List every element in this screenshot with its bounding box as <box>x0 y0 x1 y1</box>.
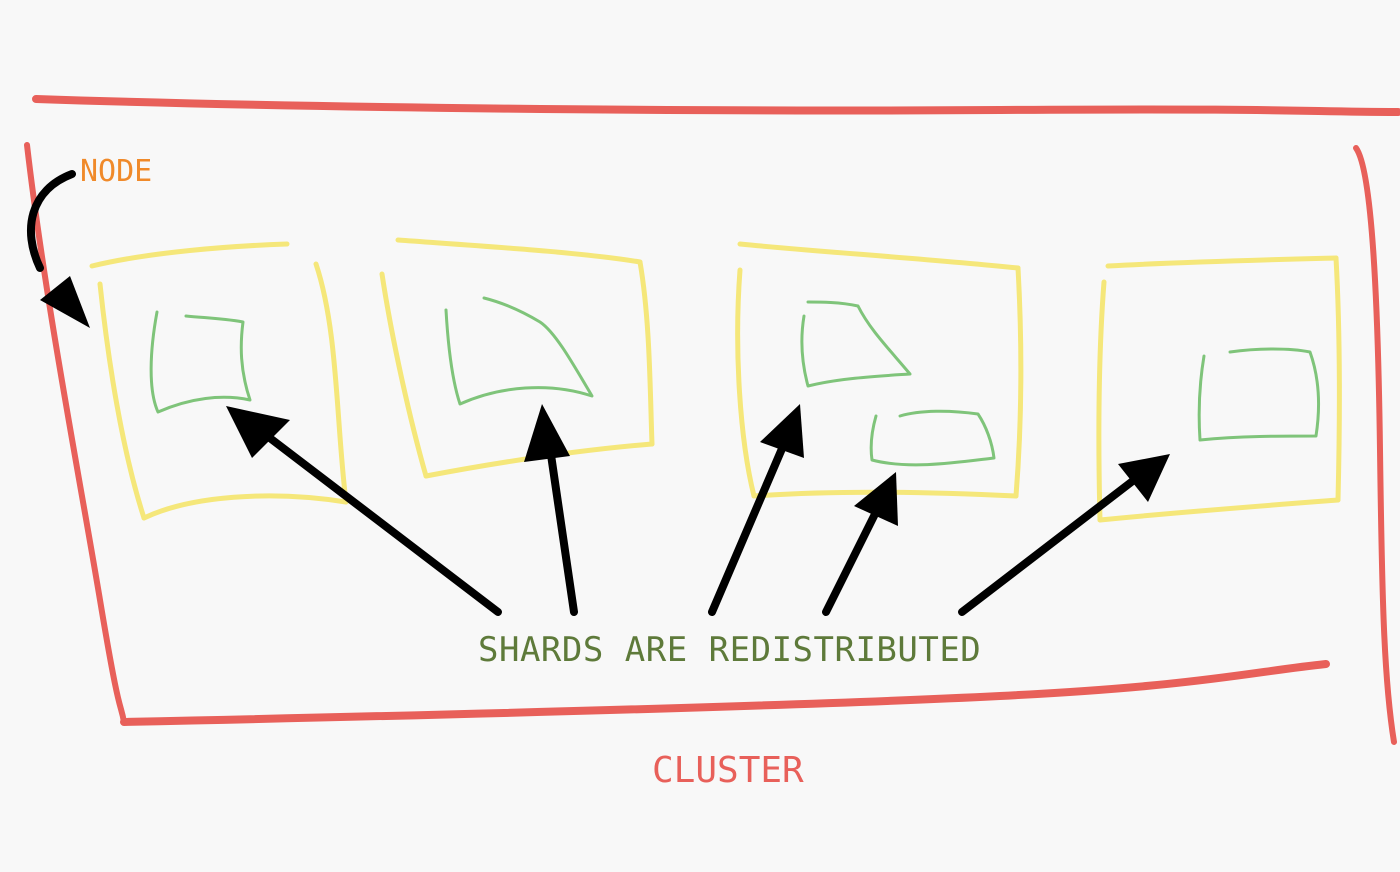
cluster-bottom-edge <box>120 660 1330 726</box>
node-4 <box>1096 255 1342 523</box>
arrow-to-node-4-shard <box>958 454 1170 616</box>
arrow-to-node-3-shard-2 <box>822 472 898 616</box>
cluster-frame <box>24 95 1400 745</box>
cluster-right-edge <box>1353 145 1397 745</box>
cluster-top-edge <box>32 95 1400 116</box>
cluster-label: CLUSTER <box>652 750 804 791</box>
node-2-shard-1 <box>444 296 594 406</box>
arrow-to-node-3-shard-1 <box>708 404 804 616</box>
node-1-shard-1 <box>149 310 252 414</box>
node-label: NODE <box>80 154 153 189</box>
arrow-to-node-2-shard <box>524 404 578 616</box>
node-pointer-arrow <box>26 170 90 328</box>
node-3-shard-1 <box>800 300 912 388</box>
node-3-shard-2 <box>869 409 996 467</box>
node-1 <box>89 241 349 521</box>
node-4-shard-1 <box>1197 347 1320 442</box>
shard-arrows <box>226 404 1170 616</box>
shards-caption: SHARDS ARE REDISTRIBUTED <box>478 630 982 670</box>
arrow-to-node-1-shard <box>226 406 502 616</box>
node-2 <box>379 237 655 479</box>
cluster-left-edge <box>24 142 127 725</box>
